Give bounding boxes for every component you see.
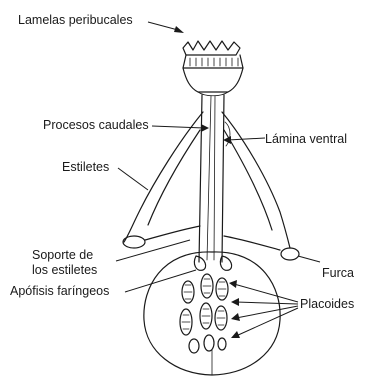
buccal-tube-left (199, 95, 202, 262)
label-estiletes: Estiletes (62, 160, 109, 174)
label-lamelas-peribucales: Lamelas peribucales (18, 13, 133, 27)
right-stylet-knob (281, 248, 299, 260)
lamelas-leader (148, 22, 178, 30)
lamina-leader (228, 138, 265, 140)
label-lamina-ventral: Lámina ventral (265, 132, 347, 146)
label-placoides: Placoides (300, 297, 354, 311)
buccal-tube-stripes (190, 58, 238, 66)
label-soporte-line2: los estiletes (32, 263, 97, 277)
left-stylet-inner (148, 130, 200, 225)
buccal-tube-right (222, 95, 224, 262)
furca-leader (298, 256, 320, 262)
estiletes-leader (118, 168, 148, 190)
label-procesos-caudales: Procesos caudales (43, 118, 149, 132)
apofisis-leader (125, 270, 196, 292)
left-stylet-knob (123, 236, 145, 248)
placoides-leader-2 (236, 302, 298, 304)
label-furca: Furca (322, 266, 354, 280)
apophysis-left (194, 256, 205, 270)
buccal-tube-top (183, 55, 243, 68)
right-stylet-support (224, 236, 280, 250)
procesos-leader (152, 126, 204, 128)
placoides-leader-1 (234, 284, 298, 302)
caudal-process (207, 96, 215, 260)
peribuccal-lamellae (183, 41, 240, 55)
buccal-bulb (183, 68, 243, 92)
label-soporte-line1: Soporte de (32, 248, 93, 262)
label-apofisis-faringeos: Apófisis faríngeos (10, 284, 109, 298)
left-stylet-support (145, 226, 200, 240)
